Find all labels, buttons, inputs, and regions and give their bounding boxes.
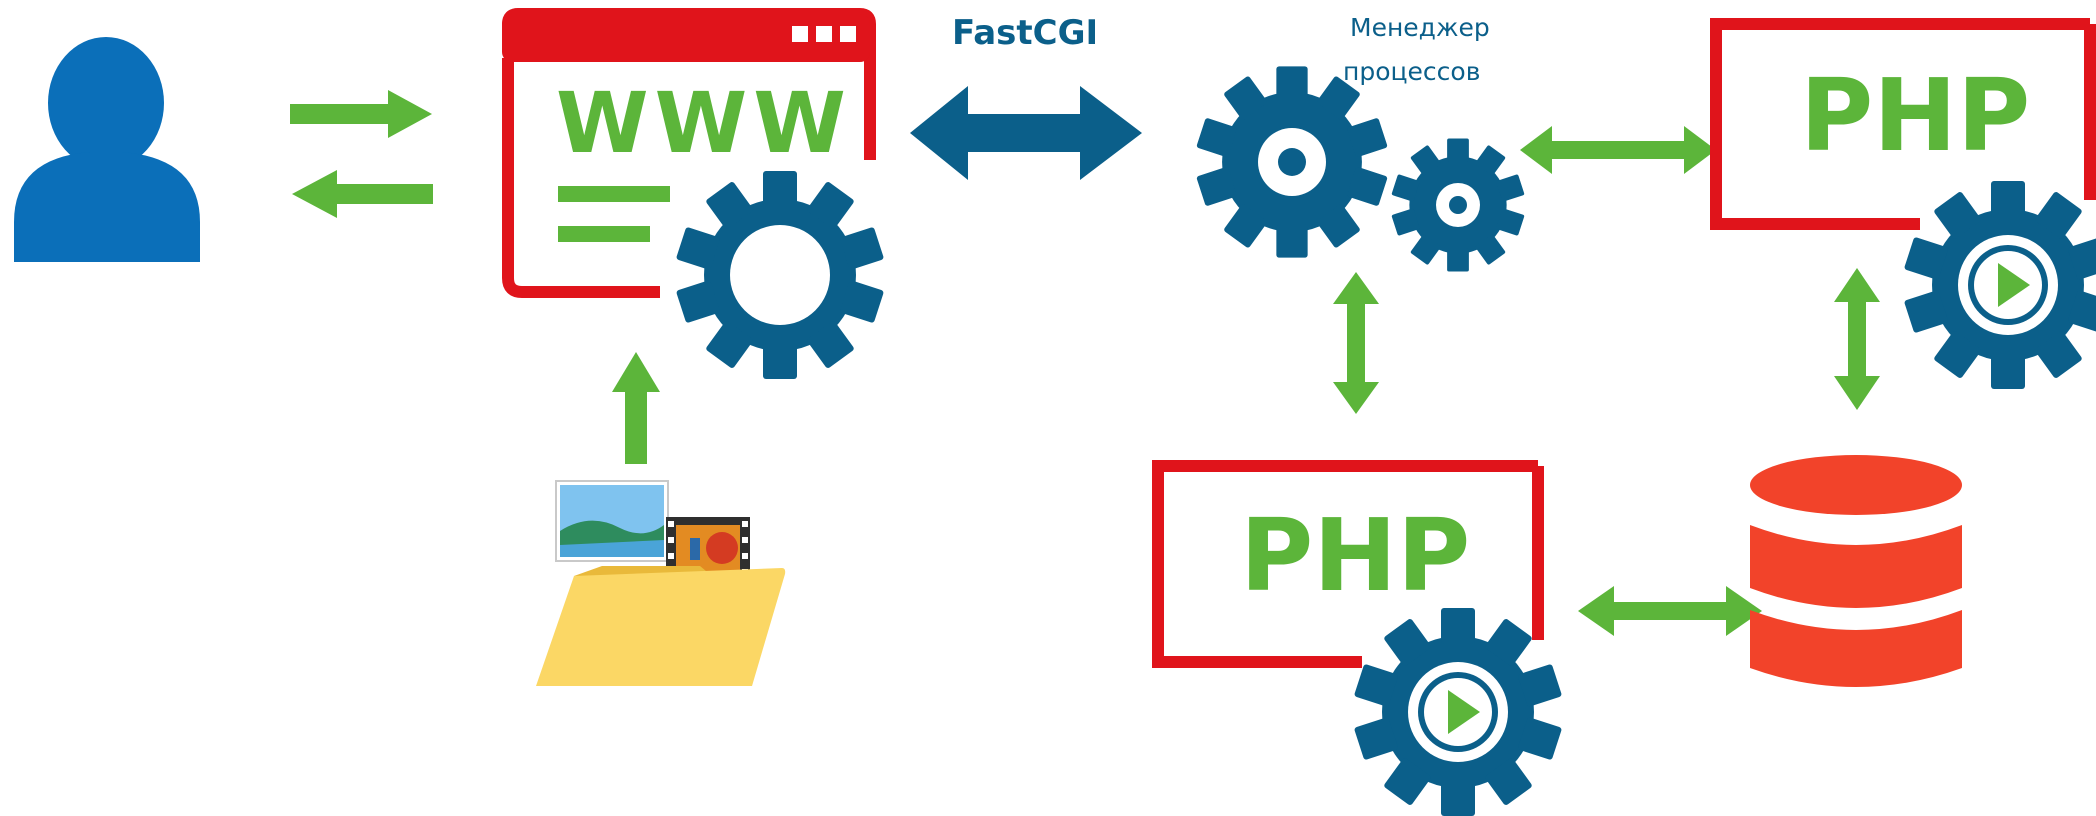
www-label: WWW xyxy=(556,74,852,172)
static-files-arrow xyxy=(612,352,660,464)
php-top-db-arrow xyxy=(1834,268,1880,410)
process-manager-label-line1: Менеджер xyxy=(1350,13,1490,42)
php-worker-top-window: PHP xyxy=(1710,18,2096,230)
request-arrow xyxy=(290,90,432,138)
fastcgi-label: FastCGI xyxy=(952,13,1098,53)
php-bottom-gear-icon xyxy=(1353,608,1563,816)
pm-php-bottom-arrow xyxy=(1333,272,1379,414)
php-top-label: PHP xyxy=(1800,57,2030,174)
process-manager-double-gear-icon xyxy=(1196,66,1525,272)
play-icon xyxy=(1998,263,2030,307)
database-icon xyxy=(1750,455,1962,687)
web-server-gear-icon xyxy=(675,171,885,379)
php-bottom-label: PHP xyxy=(1240,497,1470,614)
process-manager-label-line2: процессов xyxy=(1343,57,1480,86)
php-worker-bottom-window: PHP xyxy=(1152,460,1544,668)
pm-php-top-arrow xyxy=(1520,126,1716,174)
user-icon xyxy=(14,37,200,262)
image-icon xyxy=(555,480,669,562)
php-bottom-db-arrow xyxy=(1578,586,1762,636)
response-arrow xyxy=(292,170,433,218)
php-top-gear-icon xyxy=(1903,181,2096,389)
play-icon xyxy=(1448,690,1480,734)
folder-icon xyxy=(536,566,786,686)
fastcgi-arrow xyxy=(910,86,1142,180)
web-server-window-icon: WWW xyxy=(502,8,876,298)
